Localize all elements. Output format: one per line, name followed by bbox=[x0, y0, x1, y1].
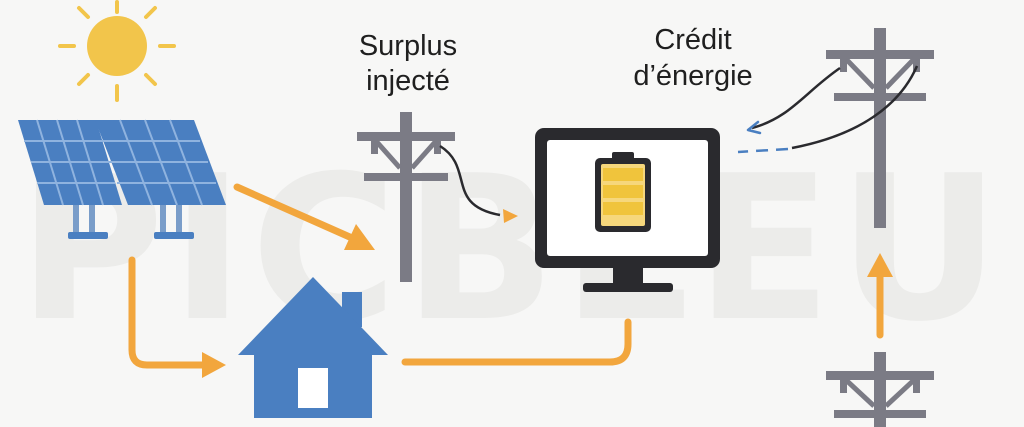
utility-pole-icon bbox=[737, 28, 934, 228]
surplus-label-line1: Surplus bbox=[359, 30, 457, 62]
utility-pole-icon bbox=[826, 352, 934, 427]
arrow-icon bbox=[401, 318, 632, 366]
house-icon bbox=[238, 277, 388, 418]
solar-panel-icon bbox=[18, 119, 226, 239]
sun-icon bbox=[58, 0, 176, 102]
battery-icon bbox=[595, 152, 651, 232]
arrow-icon bbox=[128, 256, 226, 378]
utility-pole-icon bbox=[357, 112, 518, 282]
credit-label-line2: d’énergie bbox=[633, 60, 752, 92]
credit-label-line1: Crédit bbox=[654, 24, 731, 56]
monitor-icon bbox=[535, 128, 720, 292]
arrow-icon bbox=[233, 183, 375, 250]
surplus-label-line2: injecté bbox=[366, 65, 450, 97]
arrow-icon bbox=[867, 253, 893, 339]
